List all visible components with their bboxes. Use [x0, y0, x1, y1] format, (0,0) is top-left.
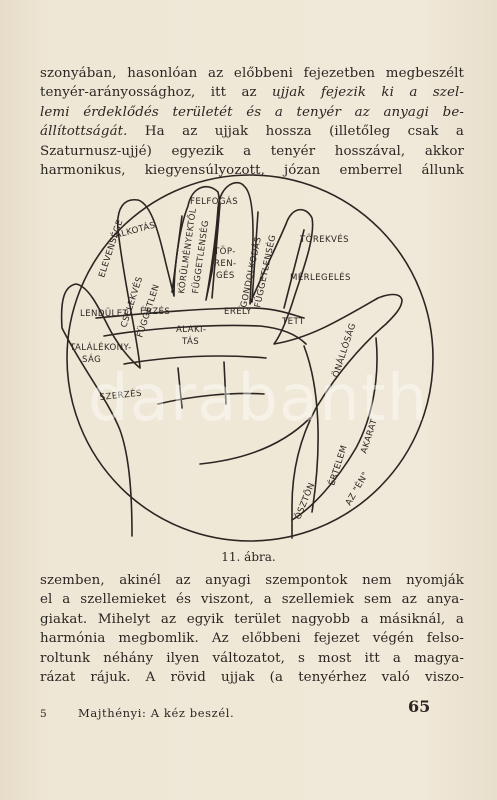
page-number: 65	[408, 697, 431, 716]
palm-inner-arc	[103, 324, 307, 345]
paragraph-bottom: szemben, akinél az anyagi szempontok nem…	[40, 571, 464, 687]
inner-ring-2	[291, 337, 378, 521]
palm-divider	[157, 392, 265, 405]
ring-finger-lines	[251, 211, 259, 303]
label-talalekonysag: TALÁLÉKONY-	[69, 341, 132, 353]
inner-ring	[303, 345, 319, 513]
thumb-line	[199, 417, 311, 465]
pinky-finger-lines	[283, 229, 305, 309]
label-torekves: TÖREKVÉS	[299, 233, 349, 245]
label-szerzes: SZERZÉS	[99, 387, 142, 403]
text-segment: tenyér-arányossághoz, itt az	[40, 85, 273, 101]
text-line: szonyában, hasonlóan az előbbeni fejezet…	[40, 64, 464, 83]
middle-finger-lines	[211, 203, 221, 299]
text-segment: harmonikus, kiegyensúlyozott, józan embe…	[40, 163, 464, 179]
label-felfogas: FELFOGÁS	[190, 195, 238, 207]
text-line: állítottságát. Ha az ujjak hossza (illet…	[40, 122, 464, 141]
label-erely: ERÉLY	[224, 305, 252, 317]
palm-divider-2	[177, 367, 183, 409]
label-sag: SÁG	[82, 353, 101, 365]
text-line: szemben, akinél az anyagi szempontok nem…	[40, 573, 464, 588]
label-tas: TÁS	[181, 335, 199, 347]
label-en: AZ "ÉN"	[342, 469, 371, 507]
italic-text: állítottságát.	[40, 124, 128, 140]
outer-circle	[66, 174, 434, 542]
text-line: harmonikus, kiegyensúlyozott, józan embe…	[40, 161, 464, 180]
figure-caption: 11. ábra.	[221, 550, 276, 564]
text-segment: szonyában, hasonlóan az előbbeni fejezet…	[40, 66, 464, 81]
text-line: harmónia megbomlik. Az előbbeni fejezet …	[40, 631, 464, 647]
label-tett: TETT	[281, 317, 305, 327]
signature-mark: 5	[40, 708, 47, 720]
hand-diagram: ALKOTÁS ELEVENSÉGE CSELEKVÉS FÜGGETLEN É…	[60, 174, 434, 542]
text-line: Szaturnusz-ujjé) egyezik a tenyér hosszá…	[40, 142, 464, 161]
hand-outline	[60, 181, 403, 539]
palm-arc-2	[123, 355, 267, 365]
label-merlegeles: MÉRLEGELÉS	[290, 271, 351, 283]
palm-divider-3	[223, 361, 227, 405]
label-ges: GÉS	[216, 269, 235, 281]
label-lendulet: LENDÜLET	[80, 308, 129, 319]
paragraph-top: szonyában, hasonlóan az előbbeni fejezet…	[40, 64, 464, 180]
text-segment: Ha az ujjak hossza (illetőleg csak a	[127, 124, 464, 140]
italic-text: ujjak fejezik ki a szel-	[272, 85, 464, 101]
finger-base-arc	[95, 307, 305, 319]
palmistry-hand-figure: ALKOTÁS ELEVENSÉGE CSELEKVÉS FÜGGETLEN É…	[60, 168, 440, 548]
text-line: roltunk néhány ilyen változatot, s most …	[40, 650, 464, 666]
label-alaki: ALAKI-	[176, 325, 206, 335]
index-finger-lines	[171, 215, 183, 293]
italic-text: lemi érdeklődés területét és a tenyér az…	[40, 104, 464, 120]
text-line: lemi érdeklődés területét és a tenyér az…	[40, 103, 464, 122]
label-ertelem: ÉRTELEM	[325, 443, 349, 487]
text-line: giakat. Mihelyt az egyik terület nagyobb…	[40, 611, 464, 627]
text-line: tenyér-arányossághoz, itt az ujjak fejez…	[40, 83, 464, 102]
text-line: el a szellemieket és viszont, a szellemi…	[40, 592, 464, 608]
label-top: TÖP-	[213, 246, 236, 257]
label-ren: REN-	[214, 259, 237, 269]
label-erzes: ÉRZÉS	[140, 305, 170, 317]
footer-title: Majthényi: A kéz beszél.	[78, 706, 235, 720]
text-line: rázat rájuk. A rövid ujjak (a tenyérhez …	[40, 670, 464, 686]
text-segment: Szaturnusz-ujjé) egyezik a tenyér hosszá…	[40, 143, 464, 159]
label-onallosag: ÖNÁLLÓSÁG	[329, 321, 358, 379]
